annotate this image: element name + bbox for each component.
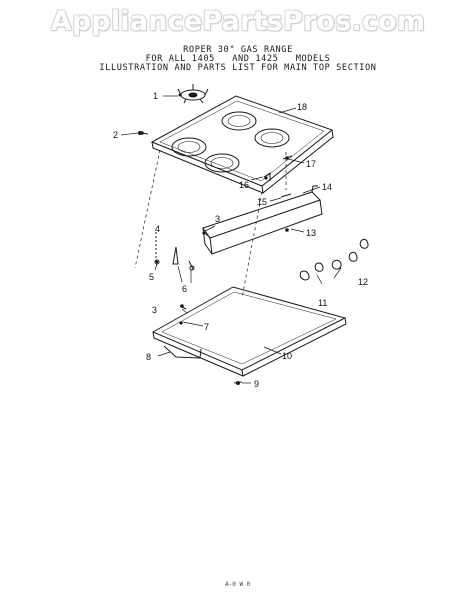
callout-17: 17	[306, 159, 316, 169]
callout-11: 11	[318, 298, 327, 308]
burner-box-pan	[151, 286, 347, 377]
footer-code: A-0 W 0	[225, 581, 251, 588]
heat-shield-part-8	[163, 345, 202, 359]
callout-14: 14	[322, 182, 332, 192]
callout-12: 12	[358, 277, 368, 287]
callout-9: 9	[254, 379, 259, 389]
callout-2: 2	[113, 130, 118, 140]
callout-7: 7	[204, 322, 209, 332]
diagram-title: ROPER 30" GAS RANGE	[183, 45, 293, 55]
control-knobs	[299, 238, 369, 281]
callout-1: 1	[153, 91, 158, 101]
clip-part-16	[263, 172, 271, 181]
diagram-subtitle: ILLUSTRATION AND PARTS LIST FOR MAIN TOP…	[99, 63, 377, 73]
screw-part-15	[280, 193, 292, 198]
burner-opening-back-right	[221, 111, 257, 131]
watermark-logo: AppliancePartsPros.com	[50, 6, 426, 37]
diagram-models: FOR ALL 1405 AND 1425 MODELS	[145, 54, 331, 64]
burner-opening-back-far-right	[254, 128, 290, 148]
burner-opening-front-left	[171, 137, 207, 157]
burner-cap	[177, 84, 209, 104]
callout-3-lower: 3	[152, 305, 157, 315]
valve-parts	[154, 232, 195, 271]
callout-13: 13	[306, 228, 316, 238]
callout-10: 10	[282, 351, 292, 361]
burner-opening-front-center	[204, 153, 240, 173]
callout-4: 4	[155, 224, 160, 234]
callout-6: 6	[182, 284, 187, 294]
callout-15: 15	[257, 197, 267, 207]
callout-8: 8	[146, 352, 151, 362]
callout-16: 16	[239, 180, 249, 190]
callout-3-upper: 3	[215, 214, 220, 224]
callout-5: 5	[149, 272, 154, 282]
callout-18: 18	[297, 102, 307, 112]
